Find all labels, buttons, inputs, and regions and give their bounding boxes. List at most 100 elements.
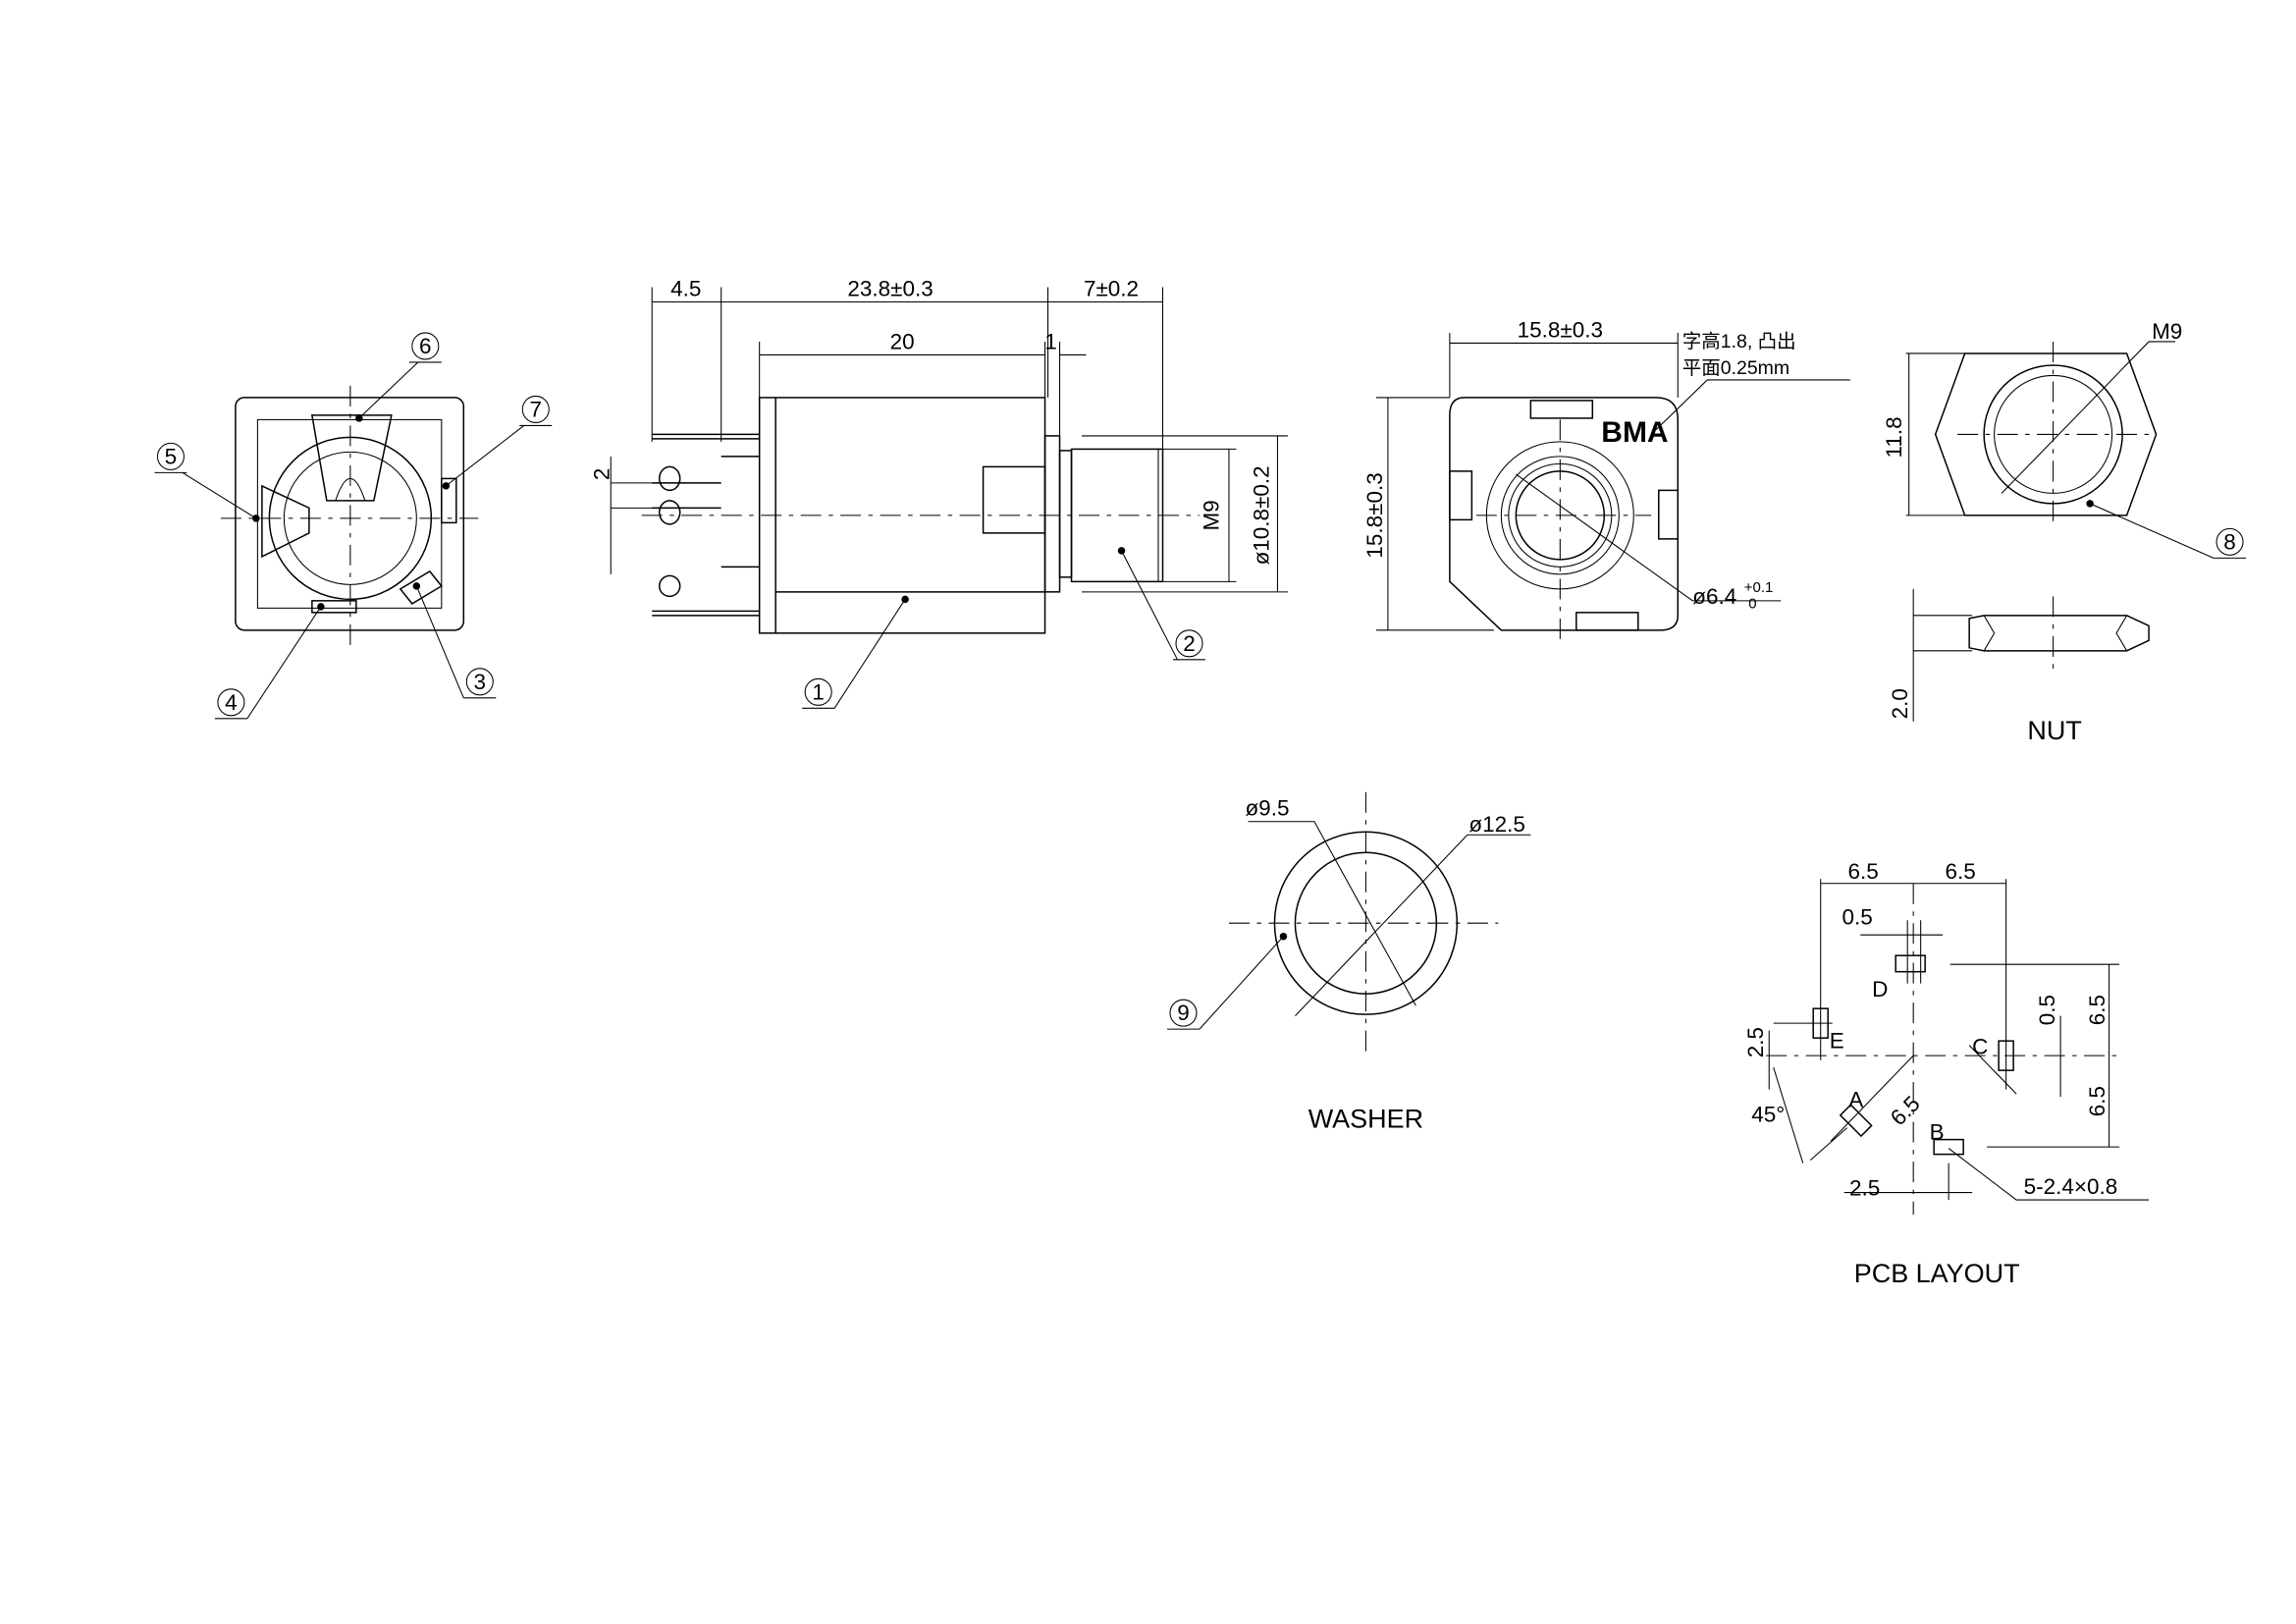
hole-leader [1516, 473, 1782, 602]
pad-label-a: A [1848, 1088, 1863, 1112]
dim-hole-tol-upper: +0.1 [1744, 579, 1774, 596]
pin-hole [658, 500, 681, 525]
callout-label: 2 [1183, 631, 1196, 656]
nut-dimension-lines [1905, 341, 2176, 516]
dim-pcb-lower-6-5: 6.5 [2085, 1086, 2109, 1116]
washer-title: WASHER [1308, 1105, 1423, 1134]
callout-1: 1 [802, 595, 909, 709]
nut-thickness-lines [1912, 588, 1973, 722]
pcb-layout: 6.5 6.5 0.5 D E C A B 2.5 0.5 6.5 6.5 45… [1743, 859, 2150, 1288]
top-tab [1529, 400, 1594, 419]
dim-nut-11-8: 11.8 [1882, 416, 1906, 458]
pcb-dimension-lines [1768, 879, 2150, 1201]
callout-label: 1 [812, 679, 825, 704]
dim-pcb-diag-6-5: 6.5 [1886, 1091, 1925, 1130]
dim-pcb-left-6-5: 6.5 [1848, 859, 1879, 884]
pin-hole [658, 465, 681, 492]
callout-9: 9 [1166, 932, 1288, 1030]
callout-label: 9 [1177, 1001, 1190, 1025]
pcb-hole-spec: 5-2.4×0.8 [2024, 1174, 2118, 1199]
callout-6: 6 [355, 332, 442, 422]
note-leader [1655, 379, 1850, 431]
top-view: 15.8±0.3 15.8±0.3 字高1.8, 凸出 平面0.25mm BMA… [1362, 317, 1850, 645]
side-dimension-lines [651, 287, 1164, 450]
dim-pcb-slot-0-5: 0.5 [1842, 905, 1873, 930]
dim-height: 15.8±0.3 [1362, 472, 1387, 558]
dim-m9: M9 [1199, 500, 1223, 530]
front-inner-outline [256, 418, 443, 609]
dim-dia-10-8: ø10.8±0.2 [1249, 465, 1273, 565]
nut-title: NUT [2027, 716, 2081, 745]
dim-hole: ø6.4 [1692, 584, 1736, 609]
dim-pcb-e-2-5: 2.5 [1743, 1027, 1768, 1057]
dim-pcb-c-0-5: 0.5 [2035, 995, 2059, 1025]
pad-label-d: D [1872, 977, 1888, 1001]
top-housing-outline [1449, 397, 1680, 631]
top-tab [1658, 489, 1680, 540]
pin-hole [658, 574, 681, 598]
side-view: 4.5 23.8±0.3 7±0.2 20 1 2 M9 ø10.8±0.2 1… [590, 276, 1288, 709]
callout-4: 4 [214, 603, 325, 720]
dim-pcb-right-6-5: 6.5 [1946, 859, 1976, 884]
top-tab [1575, 612, 1639, 631]
dim-1: 1 [1044, 329, 1057, 353]
dim-nut-m9: M9 [2152, 319, 2182, 344]
dim-hole-tol-lower: 0 [1748, 595, 1756, 612]
top-ring [1500, 456, 1620, 575]
callout-7: 7 [442, 395, 553, 490]
dim-width: 15.8±0.3 [1518, 317, 1603, 342]
callout-label: 5 [165, 444, 178, 468]
dim-pcb-b-2-5: 2.5 [1849, 1176, 1880, 1201]
bma-logo-text: BMA [1601, 416, 1668, 449]
nut-side-profile [1968, 615, 2150, 652]
washer-leaders [1248, 821, 1531, 1017]
callout-3: 3 [412, 582, 497, 699]
callout-5: 5 [154, 442, 260, 522]
dim-thread-lines [1082, 435, 1288, 593]
callout-label: 4 [225, 690, 238, 715]
pcb-title: PCB LAYOUT [1854, 1259, 2020, 1288]
dim-washer-12-5: ø12.5 [1468, 812, 1525, 837]
nut-hexagon [1934, 352, 2158, 516]
front-contact-bottom [311, 600, 357, 614]
note-emboss: 平面0.25mm [1682, 357, 1789, 379]
dim-nut-2-0: 2.0 [1888, 688, 1912, 719]
pad-label-b: B [1930, 1120, 1945, 1145]
dim-pcb-upper-6-5: 6.5 [2085, 995, 2109, 1025]
pad-d [1895, 954, 1926, 973]
dim-7: 7±0.2 [1084, 276, 1139, 300]
callout-label: 7 [530, 397, 543, 421]
callout-2: 2 [1117, 547, 1205, 661]
nut-side-chamfer [1983, 615, 2128, 652]
top-tab [1449, 470, 1473, 521]
front-contact-top [310, 414, 393, 502]
pad-label-c: C [1972, 1035, 1988, 1059]
front-contact-diag [399, 569, 443, 605]
front-view: 6 7 5 4 3 [154, 332, 553, 720]
side-flange [1043, 435, 1061, 593]
callout-label: 3 [474, 670, 487, 694]
dim-23-8: 23.8±0.3 [847, 276, 933, 300]
side-slot [982, 465, 1046, 534]
callout-8: 8 [2086, 500, 2247, 559]
dim-pcb-angle: 45° [1751, 1103, 1785, 1127]
washer-view: ø9.5 ø12.5 9 WASHER [1166, 791, 1531, 1134]
pad-a [1839, 1104, 1873, 1138]
front-contact-right [441, 477, 457, 524]
dim-washer-9-5: ø9.5 [1245, 796, 1289, 821]
front-contact-left [261, 484, 310, 559]
pad-label-e: E [1830, 1029, 1844, 1054]
dim-4-5: 4.5 [670, 276, 701, 300]
top-dimension-lines [1375, 332, 1679, 631]
callout-label: 6 [419, 334, 432, 358]
dim-2-lines [610, 456, 692, 574]
pad-b [1933, 1138, 1964, 1156]
side-pins [652, 433, 760, 617]
dim-20: 20 [890, 329, 915, 353]
front-housing-outline [235, 397, 465, 631]
side-neck [1058, 450, 1073, 578]
callout-label: 8 [2223, 529, 2236, 554]
nut-view: M9 11.8 8 2.0 NUT [1882, 319, 2247, 745]
note-char-height: 字高1.8, 凸出 [1682, 331, 1796, 352]
